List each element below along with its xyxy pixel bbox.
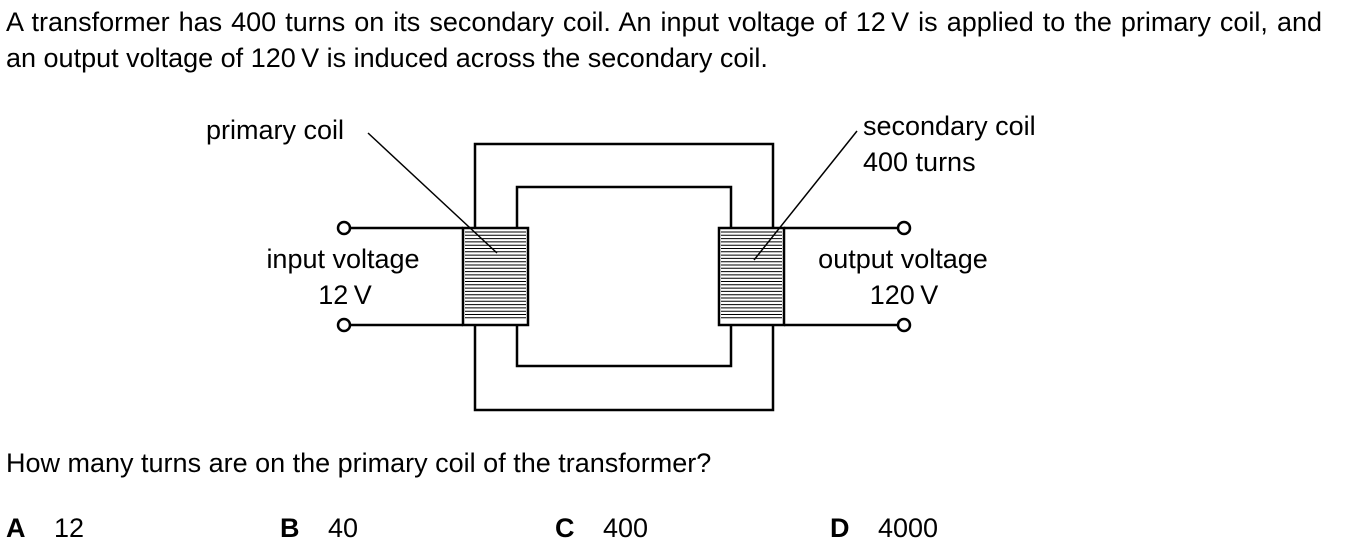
primary-leader-line <box>367 132 498 254</box>
secondary-coil-label: secondary coil <box>863 111 1036 141</box>
option-a-value: 12 <box>54 513 85 543</box>
secondary-turns-label: 400 turns <box>863 147 976 177</box>
primary-coil-label: primary coil <box>206 115 344 145</box>
input-voltage-label: input voltage <box>266 244 419 274</box>
output-voltage-value: 120 V <box>870 280 938 310</box>
output-terminals <box>784 220 912 333</box>
option-a[interactable]: A 12 <box>6 513 84 544</box>
option-b[interactable]: B 40 <box>280 513 358 544</box>
option-b-letter: B <box>280 513 300 543</box>
output-voltage-label: output voltage <box>818 244 988 274</box>
primary-coil-winding <box>461 226 530 327</box>
intro-text: A transformer has 400 turns on its secon… <box>6 7 1322 73</box>
option-d-value: 4000 <box>878 513 939 543</box>
option-c-letter: C <box>555 513 575 543</box>
option-d[interactable]: D 4000 <box>830 513 938 544</box>
option-c[interactable]: C 400 <box>555 513 648 544</box>
option-d-letter: D <box>830 513 850 543</box>
question-text: How many turns are on the primary coil o… <box>6 448 712 478</box>
option-a-letter: A <box>6 513 26 543</box>
input-terminals <box>336 220 463 333</box>
secondary-coil-winding <box>717 226 786 327</box>
option-b-value: 40 <box>328 513 359 543</box>
option-c-value: 400 <box>603 513 649 543</box>
input-voltage-value: 12 V <box>318 280 371 310</box>
secondary-leader-line <box>753 130 858 261</box>
answer-options: A 12 B 40 C 400 D 4000 <box>6 513 1336 549</box>
